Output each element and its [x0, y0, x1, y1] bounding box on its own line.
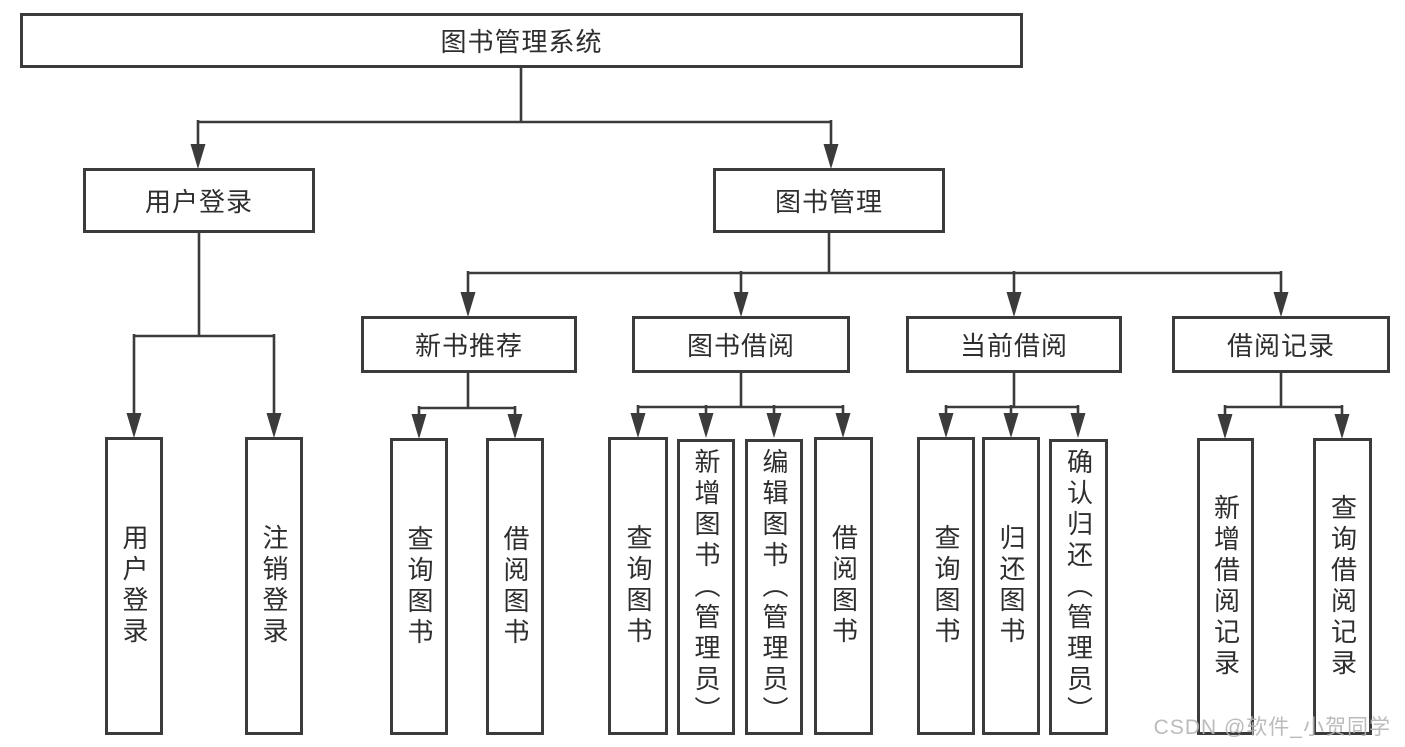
- leaf-return-books: 归还图书: [982, 437, 1040, 735]
- node-book-management: 图书管理: [713, 168, 945, 233]
- watermark-text: CSDN @软件_小贺同学: [1153, 716, 1391, 739]
- node-user-login: 用户登录: [83, 168, 315, 233]
- leaf-query-books-borrow: 查询图书: [608, 437, 668, 735]
- node-borrow-records: 借阅记录: [1172, 316, 1390, 373]
- node-current-borrow: 当前借阅: [906, 316, 1122, 373]
- leaf-add-borrow-record: 新增借阅记录: [1197, 438, 1254, 735]
- leaf-edit-books-admin: 编辑图书（管理员）: [745, 439, 803, 735]
- leaf-user-login: 用户登录: [105, 437, 163, 735]
- leaf-borrow-books: 借阅图书: [814, 437, 873, 735]
- leaf-logout: 注销登录: [245, 437, 303, 735]
- leaf-query-books-recommend: 查询图书: [390, 438, 448, 735]
- leaf-query-borrow-record: 查询借阅记录: [1313, 438, 1372, 735]
- leaf-add-books-admin: 新增图书（管理员）: [677, 439, 735, 735]
- node-book-borrow: 图书借阅: [632, 316, 850, 373]
- leaf-borrow-books-recommend: 借阅图书: [486, 438, 544, 735]
- node-root: 图书管理系统: [20, 13, 1023, 68]
- leaf-confirm-return-admin: 确认归还（管理员）: [1049, 439, 1108, 735]
- node-new-book-recommend: 新书推荐: [361, 316, 577, 373]
- leaf-query-books-current: 查询图书: [917, 437, 975, 735]
- arrowheads: [126, 144, 1350, 439]
